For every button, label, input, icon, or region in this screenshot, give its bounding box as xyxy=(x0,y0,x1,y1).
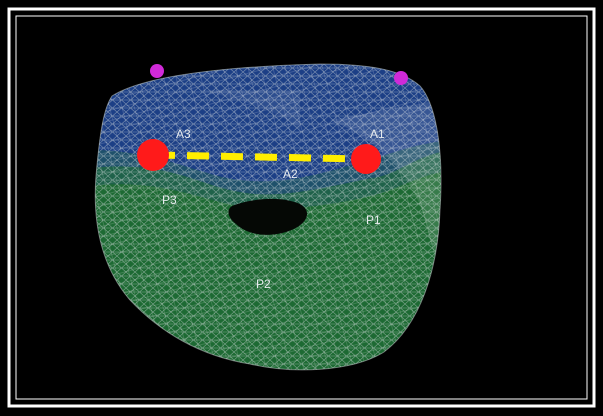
annulus-marker-left xyxy=(137,139,169,171)
commissure-marker-left xyxy=(150,64,164,78)
inner-frame xyxy=(15,15,588,400)
label-p1: P1 xyxy=(366,213,381,227)
label-a3: A3 xyxy=(176,127,191,141)
label-p3: P3 xyxy=(162,193,177,207)
label-p2: P2 xyxy=(256,277,271,291)
label-a2: A2 xyxy=(283,167,298,181)
valve-orifice xyxy=(228,198,308,235)
outer-frame xyxy=(7,7,596,408)
annulus-marker-right xyxy=(351,144,381,174)
annulus-diameter-line xyxy=(152,151,367,163)
commissure-marker-right xyxy=(394,71,408,85)
label-a1: A1 xyxy=(370,127,385,141)
